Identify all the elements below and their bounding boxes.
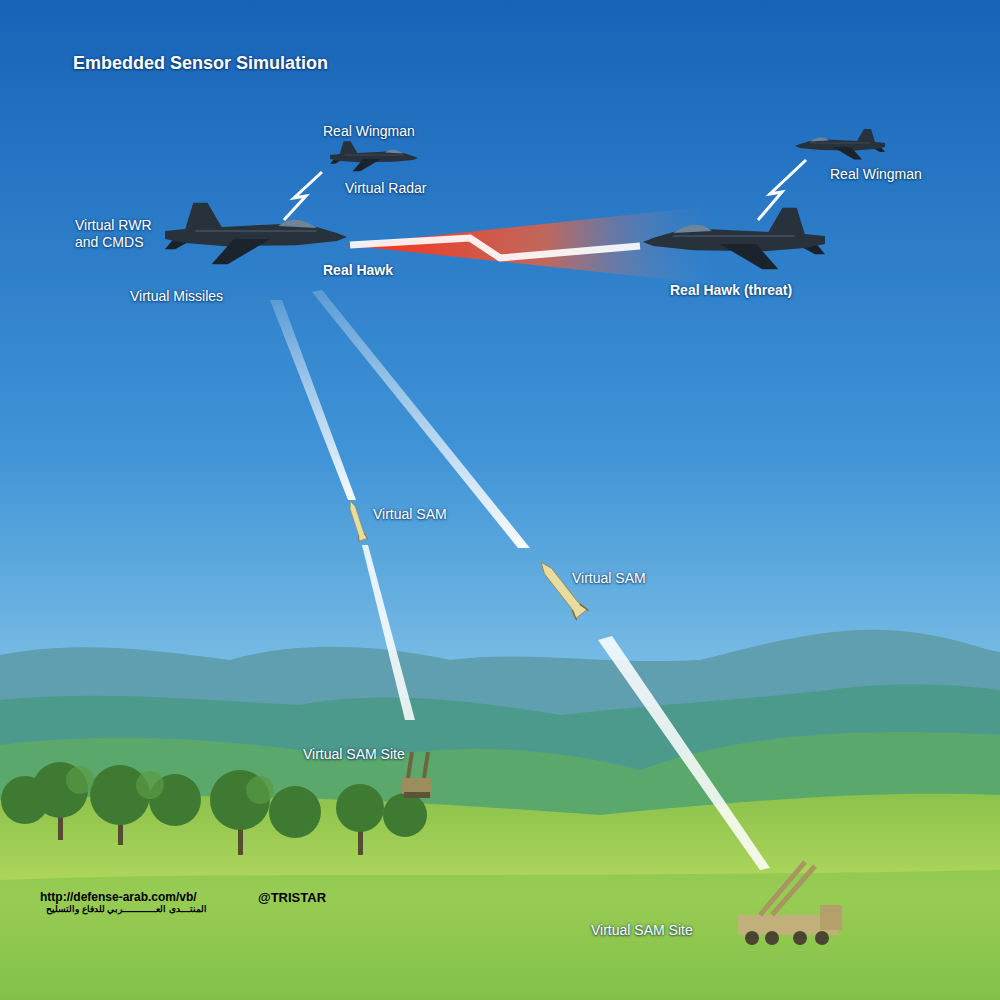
missile-label: Virtual SAM	[373, 506, 447, 523]
aircraft-label: Real Hawk (threat)	[670, 282, 792, 299]
sensor-label: Virtual RWR and CMDS	[75, 217, 170, 251]
aircraft-label: Real Wingman	[830, 166, 922, 183]
watermark: http://defense-arab.com/vb/	[40, 890, 197, 904]
site-label: Virtual SAM Site	[303, 746, 405, 763]
watermark: @TRISTAR	[258, 890, 326, 906]
watermark: المنتـــدى العـــــــــــربي للدفاع والت…	[46, 904, 207, 915]
site-label: Virtual SAM Site	[591, 922, 693, 939]
missile-label: Virtual SAM	[572, 570, 646, 587]
aircraft-label: Real Wingman	[323, 123, 415, 140]
aircraft-label: Real Hawk	[323, 262, 393, 279]
weapon-label: Virtual Missiles	[130, 288, 223, 305]
sensor-label: Virtual Radar	[345, 180, 426, 197]
diagram-title: Embedded Sensor Simulation	[73, 53, 328, 75]
